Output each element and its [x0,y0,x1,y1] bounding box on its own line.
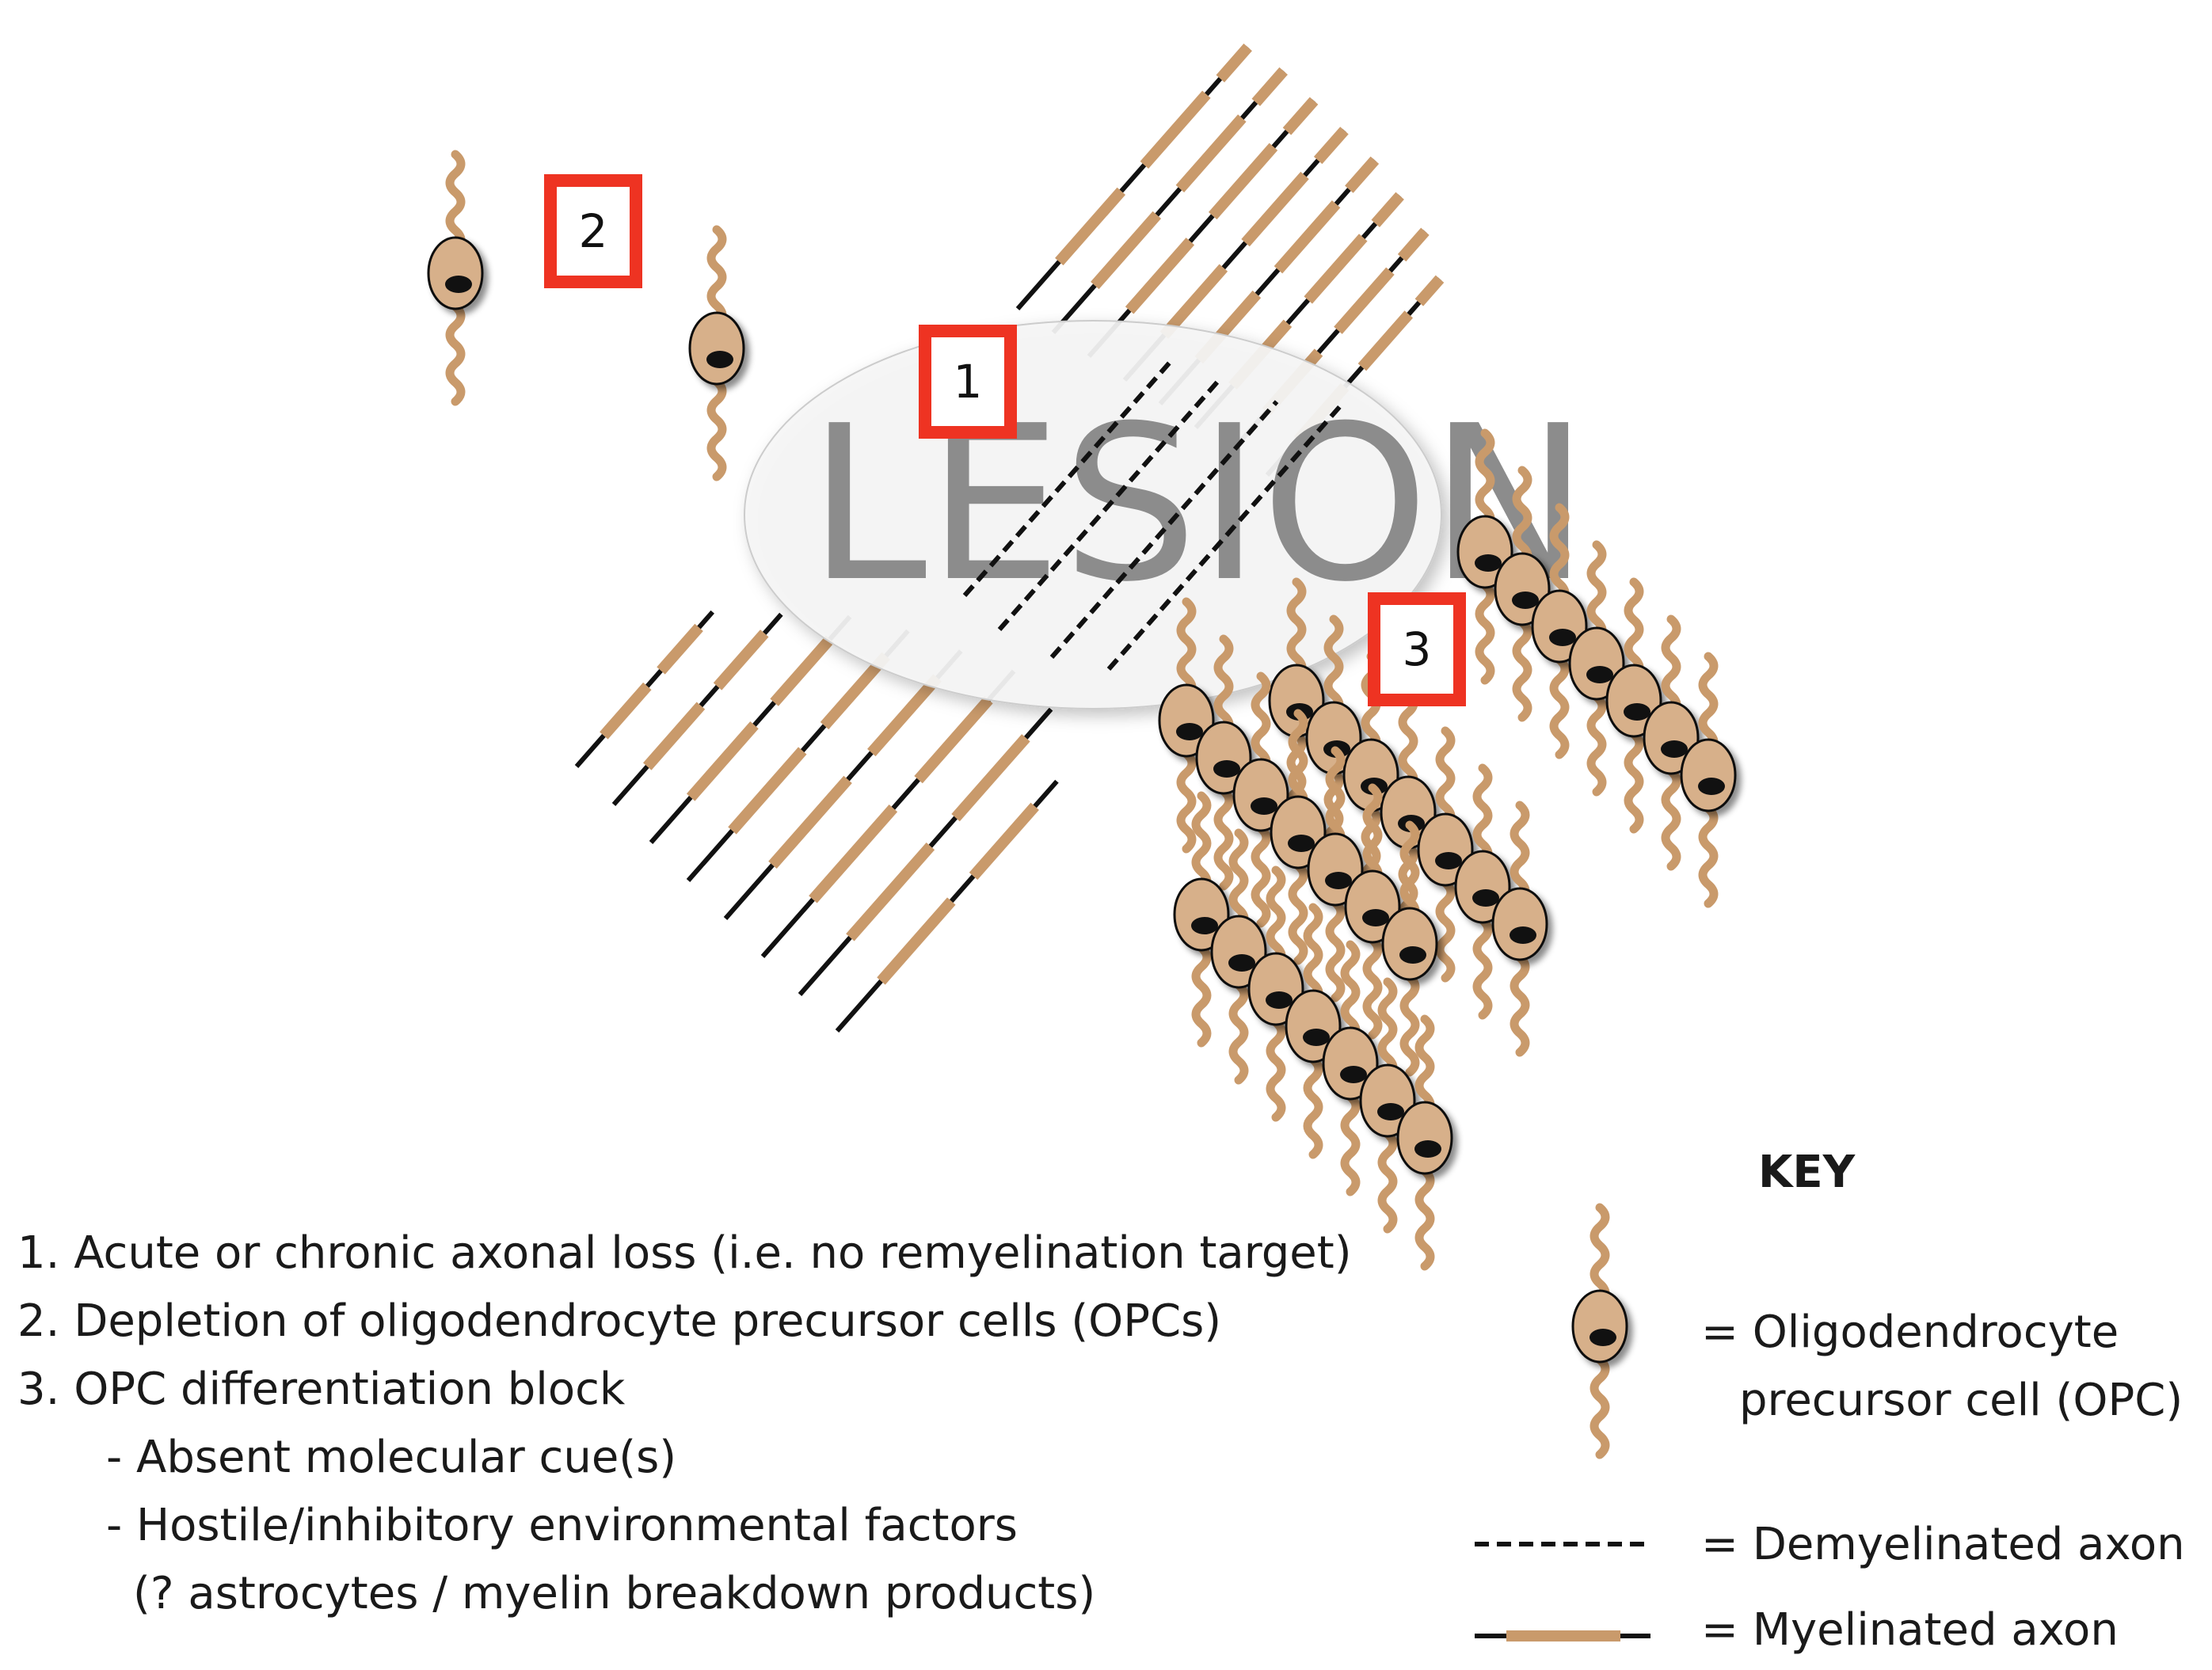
demyelinated-axon [1106,400,1346,671]
myelin-segment [1313,127,1349,165]
cause-2: 2. Depletion of oligodendrocyte precurso… [17,1295,1222,1347]
key-myelinated-label: = Myelinated axon [1701,1604,2119,1656]
opc-cell [1456,768,1510,1015]
myelin-segment [1274,200,1341,274]
key-opc-line-2: precursor cell (OPC) [1739,1375,2183,1426]
badge-2: 2 [544,174,642,288]
axon-upper [1087,99,1316,358]
myelin-segment [1125,238,1195,314]
key-opc-label: = Oligodendrocyte precursor cell (OPC) [1701,1299,2183,1435]
key-opc-symbol [1573,1208,1627,1455]
key-title: KEY [1758,1147,1856,1198]
key-demyelinated-label: = Demyelinated axon [1701,1519,2185,1570]
myelin-segment [1304,234,1368,304]
cause-3: 3. OPC differentiation block [17,1364,626,1415]
axon-bundle [574,44,1445,1033]
demyelinated-axon [1049,400,1279,659]
badge-3: 3 [1368,592,1466,706]
myelin-segment [1251,67,1288,106]
myelin-segment [1357,310,1414,371]
myelin-segment [713,630,769,690]
opc-cell [1212,833,1266,1080]
myelin-segment [1345,156,1380,193]
myelin-segment [846,842,935,942]
axon-upper [1015,45,1250,310]
cause-3-sub-1: - Absent molecular cue(s) [106,1432,677,1483]
causes-list: 1. Acute or chronic axonal loss (i.e. no… [17,1219,1352,1628]
opc-cell [1493,805,1547,1052]
myelin-segment [1241,171,1309,247]
myelin-segment [600,682,652,740]
demyelinated-axon [997,378,1221,631]
myelin-segment [820,652,890,730]
myelin-segment [657,623,703,675]
myelin-segment [768,775,852,869]
myelin-segment [867,674,942,757]
opc-cell [1398,1019,1452,1266]
badge-1: 1 [919,325,1017,439]
badge-2-label: 2 [579,204,608,258]
myelin-segment [1334,267,1395,334]
myelin-segment [1159,264,1228,339]
myelin-segment [1397,227,1430,262]
myelin-segment [1216,44,1252,82]
key-opc-line-1: = Oligodendrocyte [1701,1307,2119,1358]
myelin-segment [1091,211,1162,290]
myelin-segment [728,747,807,835]
myelin-segment [643,702,706,770]
myelin-segment [1140,90,1211,169]
myelin-segment [1208,143,1278,220]
myelin-segment [914,696,993,784]
opc-cell [1249,870,1303,1117]
opc-cell [1681,656,1735,903]
myelin-segment [809,804,898,903]
myelin-segment [1175,114,1247,192]
badge-3-label: 3 [1403,622,1432,676]
opc-cell [690,230,744,477]
myelin-segment [969,802,1039,881]
axon-upper [1051,69,1285,334]
cause-1: 1. Acute or chronic axonal loss (i.e. no… [17,1227,1352,1279]
myelin-segment [1414,275,1445,306]
myelin-segment [1282,97,1319,135]
myelin-segment [1371,192,1404,227]
opc-cell [1607,582,1661,829]
demyelinated-axon [962,356,1176,597]
demyelinated-axons [962,356,1346,671]
opc-cell [1286,907,1340,1155]
myelin-segment [877,897,956,985]
opc-cell [428,154,482,401]
cause-3-sub-2-detail: (? astrocytes / myelin breakdown product… [133,1568,1096,1619]
opc-cell [1323,945,1377,1192]
myelin-segment [686,721,759,801]
myelin-segment [770,635,835,706]
cause-3-sub-2: - Hostile/inhibitory environmental facto… [106,1500,1018,1551]
myelin-segment [1055,187,1126,266]
myelin-segment [951,734,1030,822]
badge-1-label: 1 [954,355,983,409]
opc-cell [1175,796,1228,1043]
opc-cell [1644,619,1698,866]
opc-cell [1361,982,1414,1229]
